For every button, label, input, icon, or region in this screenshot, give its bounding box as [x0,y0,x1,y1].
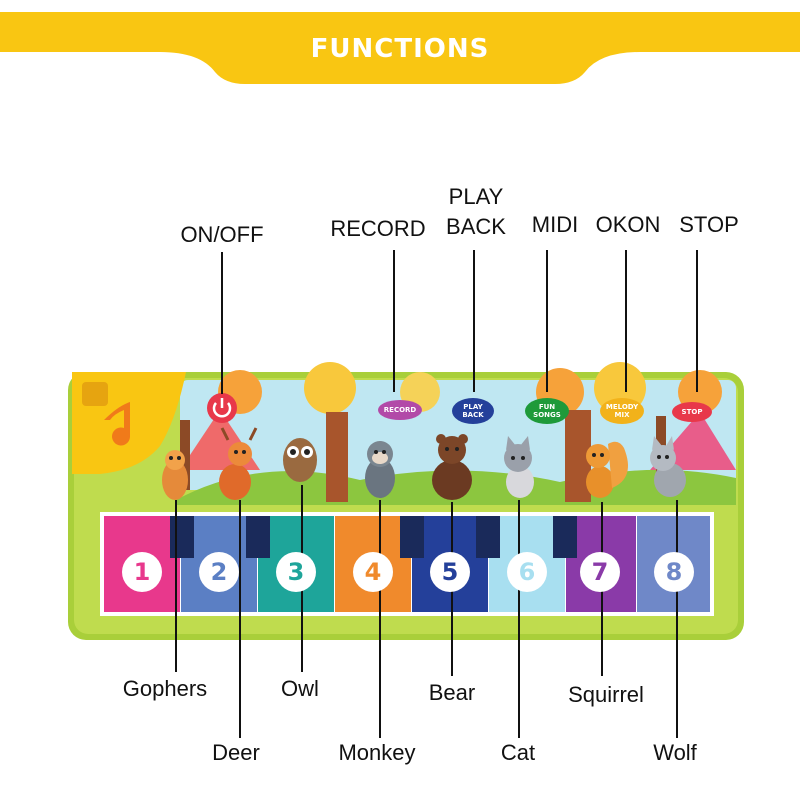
black-key [553,516,577,558]
cat-figure [504,436,534,498]
key-number[interactable]: 7 [580,552,620,592]
squirrel-figure [586,441,628,498]
label-bear: Bear [428,680,476,705]
deer-figure [219,427,258,500]
label-okon: OKON [595,212,661,237]
key-number[interactable]: 5 [430,552,470,592]
melody-mix-button[interactable]: MELODY MIX [600,398,644,424]
owl-figure [283,438,317,482]
black-key [246,516,270,558]
black-key [170,516,194,558]
record-button[interactable]: RECORD [378,400,422,420]
header-banner [0,12,800,84]
label-record: RECORD [330,216,426,241]
key-number[interactable]: 2 [199,552,239,592]
bear-figure [432,434,472,500]
play-back-button[interactable]: PLAY BACK [452,398,494,424]
key-number[interactable]: 3 [276,552,316,592]
leader-lines-top [221,250,698,394]
fun-songs-button[interactable]: FUN SONGS [525,398,569,424]
label-stop: STOP [679,212,739,237]
label-gophers: Gophers [122,676,208,701]
key-number[interactable]: 6 [507,552,547,592]
power-icon [212,402,232,418]
label-monkey: Monkey [338,740,416,765]
wolf-figure [650,436,686,497]
music-note-icon [104,402,131,446]
label-squirrel: Squirrel [568,682,644,707]
label-midi: MIDI [531,212,579,237]
label-wolf: Wolf [653,740,697,765]
label-deer: Deer [212,740,260,765]
key-number[interactable]: 4 [353,552,393,592]
key-number[interactable]: 1 [122,552,162,592]
label-on-off: ON/OFF [180,222,264,247]
black-key [400,516,424,558]
monkey-figure [365,441,395,498]
page-title: FUNCTIONS [310,34,490,64]
key-number[interactable]: 8 [654,552,694,592]
label-owl: Owl [281,676,319,701]
gopher-figure [162,450,188,500]
label-play-back: PLAY BACK [446,182,506,242]
label-play-back-line1: PLAY [448,184,504,209]
tree-trunk [326,412,348,502]
black-key [476,516,500,558]
label-play-back-line2: BACK [446,214,506,239]
stop-button[interactable]: STOP [672,402,712,422]
speaker-grille-icon [82,382,108,406]
label-cat: Cat [500,740,536,765]
